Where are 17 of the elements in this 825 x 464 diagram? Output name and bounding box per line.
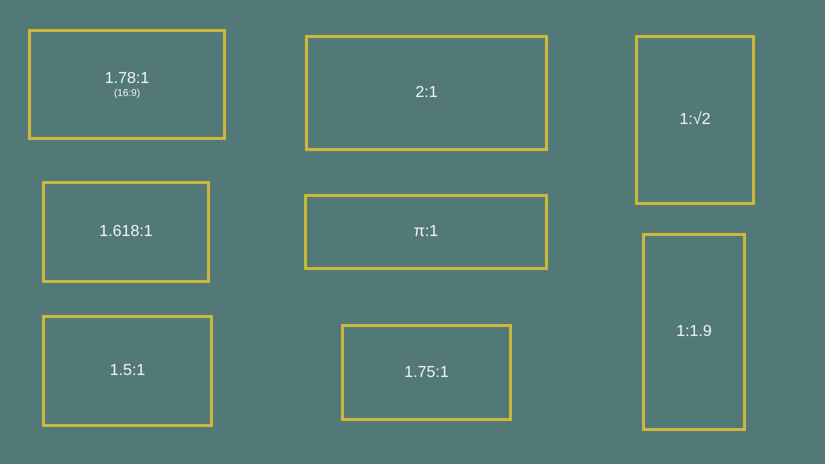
ratio-frame <box>28 29 226 140</box>
ratio-frame <box>305 35 548 151</box>
ratio-frame <box>635 35 755 205</box>
ratio-frame <box>642 233 746 431</box>
ratio-label: 1.5:1 <box>110 362 146 380</box>
ratio-frame <box>42 181 210 283</box>
ratio-label: π:1 <box>414 223 438 241</box>
ratio-label: 1.75:1 <box>404 364 449 382</box>
ratio-label: 1.78:1 <box>104 70 150 88</box>
ratio-label: 2:1 <box>415 84 438 102</box>
ratio-label: 1:1.9 <box>676 323 712 341</box>
ratio-frame <box>341 324 512 421</box>
ratio-label: 1.618:1 <box>99 223 153 241</box>
ratio-frame <box>42 315 213 427</box>
ratio-label: 1:√2 <box>679 111 711 129</box>
ratio-note: (16:9) <box>114 88 140 99</box>
ratio-frame <box>304 194 548 270</box>
